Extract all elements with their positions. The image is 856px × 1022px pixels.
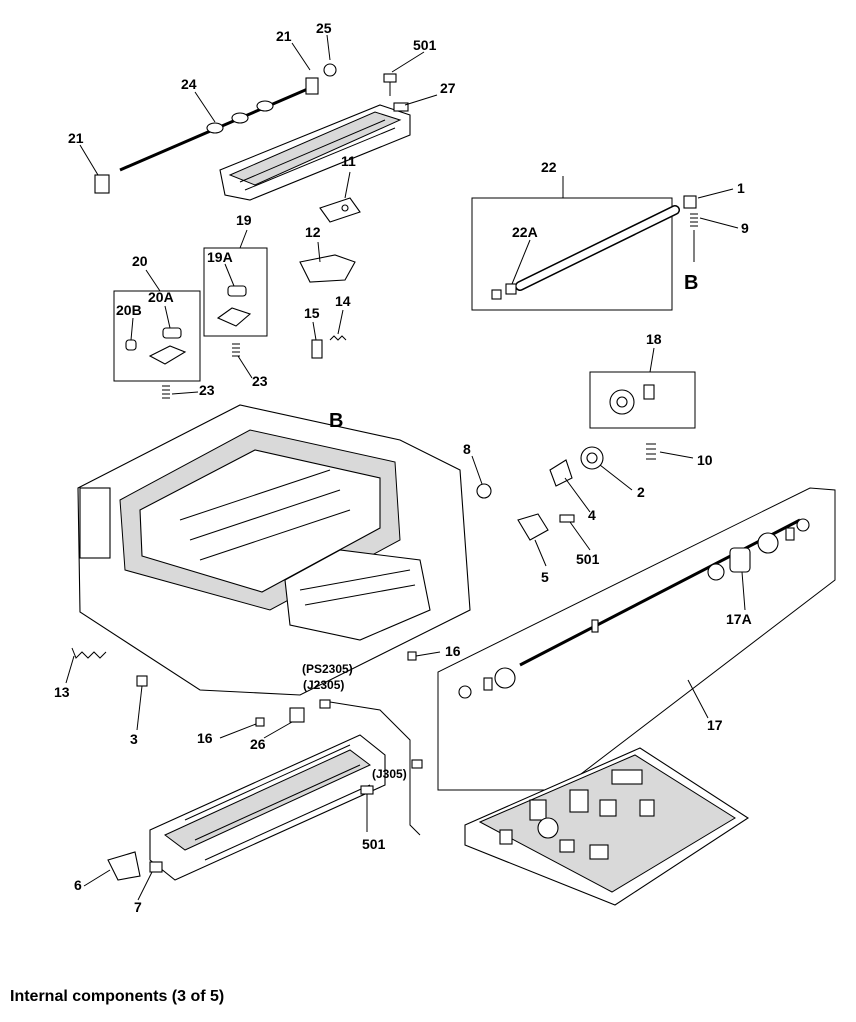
part-27	[393, 102, 409, 112]
callout-11: 11	[341, 153, 356, 169]
spring-23-left	[162, 385, 170, 399]
callout-20: 20	[132, 253, 148, 269]
callout-2: 2	[637, 484, 645, 500]
transfer-roller-22	[515, 195, 698, 291]
wire-harness	[329, 701, 421, 836]
bracket-11	[319, 197, 361, 223]
callout-8: 8	[463, 441, 471, 457]
callout-22: 22	[541, 159, 557, 175]
callout-23: 23	[199, 382, 215, 398]
callout-501: 501	[413, 37, 437, 53]
main-chassis	[77, 404, 471, 696]
bracket-4	[549, 459, 573, 487]
power-supply-board	[464, 747, 750, 906]
spring-23-right	[232, 343, 240, 357]
callout-25: 25	[316, 20, 332, 36]
callout-12: 12	[305, 224, 321, 240]
callout-21: 21	[68, 130, 84, 146]
connector-j2305	[319, 699, 331, 709]
spring-10	[646, 443, 656, 460]
callout-9: 9	[741, 220, 749, 236]
callout-20A: 20A	[148, 289, 174, 305]
bracket-5	[517, 513, 549, 541]
sensor-26	[289, 707, 305, 723]
callout-19: 19	[236, 212, 252, 228]
screw-501-top	[383, 73, 397, 96]
spring-13	[71, 647, 107, 659]
callout-23: 23	[252, 373, 268, 389]
connector-16-upper	[407, 651, 417, 661]
callout-B: B	[684, 272, 698, 294]
callout-16: 16	[197, 730, 213, 746]
roller-20A	[148, 327, 187, 365]
callout-J305: (J305)	[372, 767, 407, 781]
callout-20B: 20B	[116, 302, 142, 318]
screw-501-bottom	[360, 785, 374, 808]
callout-labels: 21 25 501 24 27 21 11 22 1 9 19 22A 12 2…	[54, 20, 752, 915]
gear-18	[609, 384, 655, 415]
group-box-18	[589, 371, 696, 429]
callout-501: 501	[362, 836, 386, 852]
group-box-19	[203, 247, 268, 337]
callout-5: 5	[541, 569, 549, 585]
part-15	[311, 339, 323, 359]
callout-B: B	[329, 410, 343, 432]
figure-caption: Internal components (3 of 5)	[10, 988, 225, 1005]
lever-6	[107, 851, 141, 881]
gear-2	[580, 446, 604, 470]
callout-7: 7	[134, 899, 142, 915]
group-box-22	[471, 197, 673, 311]
screw-501-mid	[559, 514, 575, 523]
spring-14	[329, 335, 347, 341]
callout-14: 14	[335, 293, 351, 309]
callout-17: 17	[707, 717, 723, 733]
part-20B	[125, 339, 137, 351]
roller-19A	[216, 285, 252, 327]
paper-pickup-shaft-17	[458, 518, 810, 699]
callout-17A: 17A	[726, 611, 752, 627]
callout-27: 27	[440, 80, 456, 96]
callout-J2305: (J2305)	[303, 678, 344, 692]
fuser-assembly	[149, 734, 386, 881]
callout-15: 15	[304, 305, 320, 321]
bushing-21-right	[305, 63, 337, 95]
callout-24: 24	[181, 76, 197, 92]
callout-16: 16	[445, 643, 461, 659]
callout-21: 21	[276, 28, 292, 44]
leader-lines	[65, 34, 746, 901]
connector-16-lower	[255, 717, 265, 727]
roller-shaft-24	[119, 86, 311, 172]
callout-26: 26	[250, 736, 266, 752]
callout-13: 13	[54, 684, 70, 700]
group-box-17	[437, 487, 836, 791]
gear-8	[476, 483, 492, 499]
callout-19A: 19A	[207, 249, 233, 265]
part-22A	[491, 283, 517, 300]
callout-1: 1	[737, 180, 745, 196]
callout-22A: 22A	[512, 224, 538, 240]
group-box-20	[113, 290, 201, 382]
callout-6: 6	[74, 877, 82, 893]
clip-3	[136, 675, 148, 687]
callout-PS2305: (PS2305)	[302, 662, 353, 676]
callout-10: 10	[697, 452, 713, 468]
bushing-21-left	[94, 174, 110, 194]
connector-j305	[411, 759, 423, 769]
top-roller-assembly	[219, 104, 411, 201]
callout-3: 3	[130, 731, 138, 747]
bracket-12	[299, 254, 356, 283]
exploded-view-diagram: 21 25 501 24 27 21 11 22 1 9 19 22A 12 2…	[54, 20, 836, 915]
lever-7	[149, 861, 163, 873]
callout-4: 4	[588, 507, 596, 523]
callout-18: 18	[646, 331, 662, 347]
callout-501: 501	[576, 551, 600, 567]
